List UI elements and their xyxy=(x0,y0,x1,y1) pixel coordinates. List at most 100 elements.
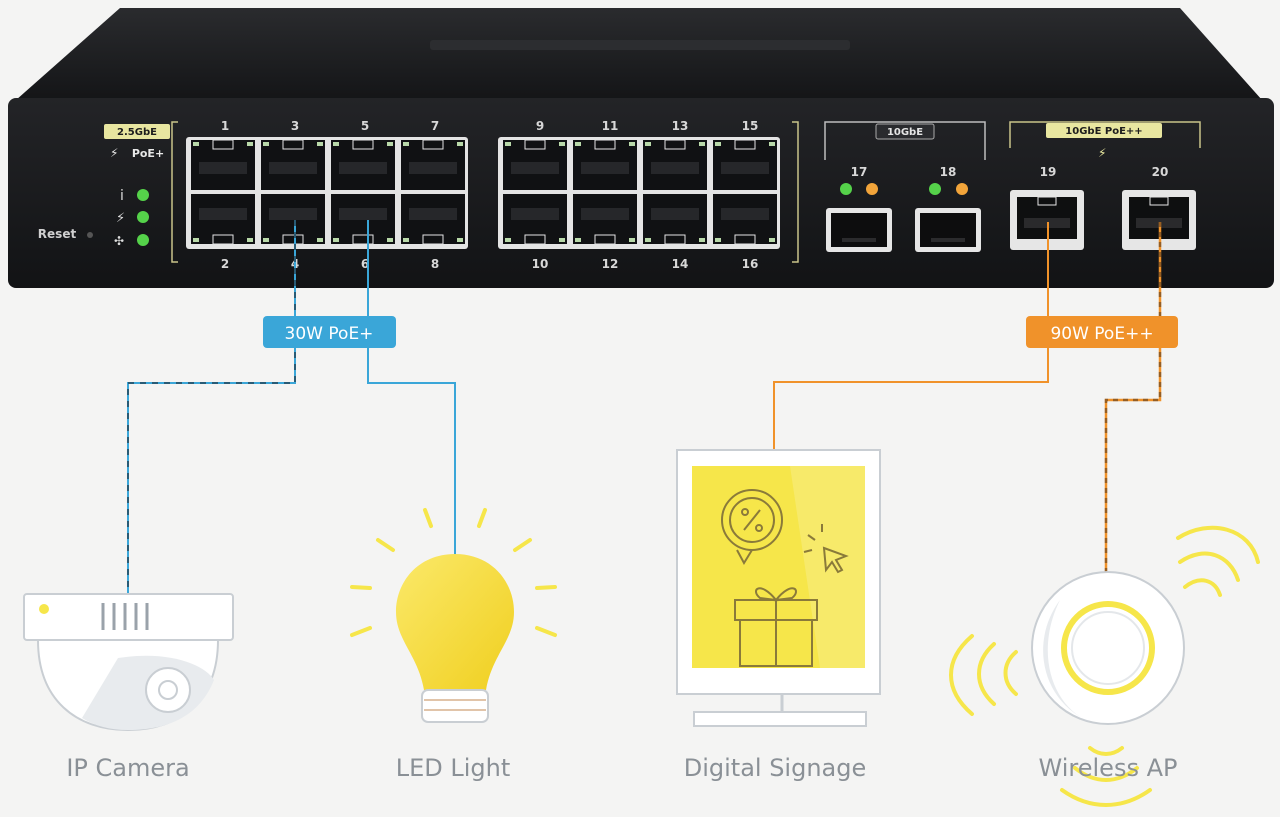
sfp-port[interactable] xyxy=(915,208,981,252)
port-numbers-top: 1 3 5 7 9 11 13 15 xyxy=(221,119,759,133)
sfp-port[interactable] xyxy=(826,208,892,252)
wireless-ap-illustration: Wireless AP xyxy=(949,525,1260,807)
cables xyxy=(127,220,1162,594)
network-switch: Reset i ⚡ ✣ 2.5GbE ⚡ PoE+ 1 3 5 7 9 11 1… xyxy=(8,8,1274,288)
light-rays xyxy=(350,508,557,637)
group-10gbe-poe-badge xyxy=(1046,123,1162,138)
wifi-signal-left xyxy=(949,634,1018,716)
poe-plusplus-badge-label: 90W PoE++ xyxy=(1050,324,1153,344)
status-led-power xyxy=(137,189,149,201)
reset-label: Reset xyxy=(38,227,77,241)
sfp-led-activity xyxy=(956,183,968,195)
rj45-port[interactable] xyxy=(261,194,325,245)
rj45-port[interactable] xyxy=(331,194,395,245)
port-number: 1 xyxy=(221,119,229,133)
rj45-port[interactable] xyxy=(401,194,465,245)
digital-signage-illustration: Digital Signage xyxy=(676,449,881,782)
rj45-port[interactable] xyxy=(643,139,707,190)
port-number: 19 xyxy=(1040,165,1057,179)
port-number: 16 xyxy=(742,257,759,271)
cursor-icon xyxy=(803,524,849,574)
rj45-port[interactable] xyxy=(713,194,777,245)
signage-screen xyxy=(692,466,865,668)
rj45-frame xyxy=(186,137,468,249)
rj45-port[interactable] xyxy=(643,194,707,245)
led-light-label: LED Light xyxy=(396,754,511,782)
ap-ring-inner xyxy=(1071,611,1145,685)
group-25gbe-badge xyxy=(104,124,170,139)
port-number: 20 xyxy=(1152,165,1169,179)
group-10gbe-poe-label: 10GbE PoE++ xyxy=(1065,126,1142,137)
group-25gbe-label: 2.5GbE xyxy=(117,127,157,138)
bulb-base xyxy=(421,689,489,723)
rj45-port[interactable] xyxy=(503,139,567,190)
signage-stand xyxy=(693,711,867,727)
group-10gbe-label: 10GbE xyxy=(887,127,923,138)
poeplus-bracket xyxy=(1009,121,1201,148)
port-number: 7 xyxy=(431,119,439,133)
port-number: 14 xyxy=(672,257,689,271)
poe-plusplus-badge: 90W PoE++ xyxy=(1026,316,1178,348)
camera-vent xyxy=(101,603,149,630)
rj45-port[interactable] xyxy=(191,139,255,190)
port-number: 9 xyxy=(536,119,544,133)
sfp-led-link xyxy=(929,183,941,195)
rj45-port[interactable] xyxy=(573,139,637,190)
rj45-port-block xyxy=(186,137,780,249)
port-number: 6 xyxy=(361,257,369,271)
status-leds: i ⚡ ✣ xyxy=(114,188,149,248)
camera-lens-inner xyxy=(158,680,178,700)
digital-signage-label: Digital Signage xyxy=(684,754,867,782)
port-number: 11 xyxy=(602,119,619,133)
switch-top-surface xyxy=(16,8,1262,100)
port-number: 17 xyxy=(851,165,868,179)
switch-top-logo xyxy=(430,40,850,50)
signage-cable xyxy=(773,222,1049,450)
status-led-fan xyxy=(137,234,149,246)
ip-camera-illustration: IP Camera xyxy=(23,593,234,782)
port-number: 13 xyxy=(672,119,689,133)
rj45-port[interactable] xyxy=(503,194,567,245)
poe-plus-badge: 30W PoE+ xyxy=(263,316,396,348)
rj45-frame xyxy=(498,137,780,249)
port-number: 15 xyxy=(742,119,759,133)
discount-icon xyxy=(721,489,783,566)
camera-cable-dash xyxy=(127,220,296,594)
wireless-ap-label: Wireless AP xyxy=(1039,754,1178,782)
ip-camera-label: IP Camera xyxy=(66,754,189,782)
rj45-port[interactable] xyxy=(331,139,395,190)
rj45-port[interactable] xyxy=(261,139,325,190)
port-number: 8 xyxy=(431,257,439,271)
rj45-port[interactable] xyxy=(401,139,465,190)
rj45-port[interactable] xyxy=(713,139,777,190)
poe-lightning-icon: ⚡ xyxy=(110,146,118,160)
port-number: 12 xyxy=(602,257,619,271)
fan-icon: ✣ xyxy=(114,234,124,248)
camera-status-dot xyxy=(39,604,49,614)
port-number: 5 xyxy=(361,119,369,133)
port-number: 2 xyxy=(221,257,229,271)
rj45-port[interactable] xyxy=(573,194,637,245)
wifi-signal-right xyxy=(1176,525,1260,597)
sfp-led-link xyxy=(840,183,852,195)
sfp-led-activity xyxy=(866,183,878,195)
ap-cable-dash xyxy=(1104,222,1162,574)
rj45-port[interactable] xyxy=(191,194,255,245)
reset-button[interactable] xyxy=(87,232,93,238)
light-cable xyxy=(367,220,456,555)
poe-plus-badge-label: 30W PoE+ xyxy=(285,324,374,344)
gift-icon xyxy=(734,587,818,667)
info-icon: i xyxy=(120,188,124,204)
group-10gbe-badge xyxy=(875,123,935,140)
port-number: 3 xyxy=(291,119,299,133)
sfp-bracket xyxy=(824,121,986,160)
wifi-signal-bottom xyxy=(1060,746,1152,807)
rj45-bracket xyxy=(171,121,799,263)
camera-mount xyxy=(23,593,234,641)
group-25gbe-poe: PoE+ xyxy=(132,147,164,160)
lightning-icon: ⚡ xyxy=(116,211,125,226)
ap-ring-glow xyxy=(1061,601,1155,695)
port-numbers-bottom: 2 4 6 8 10 12 14 16 xyxy=(221,257,759,271)
bulb-glass xyxy=(396,554,514,690)
